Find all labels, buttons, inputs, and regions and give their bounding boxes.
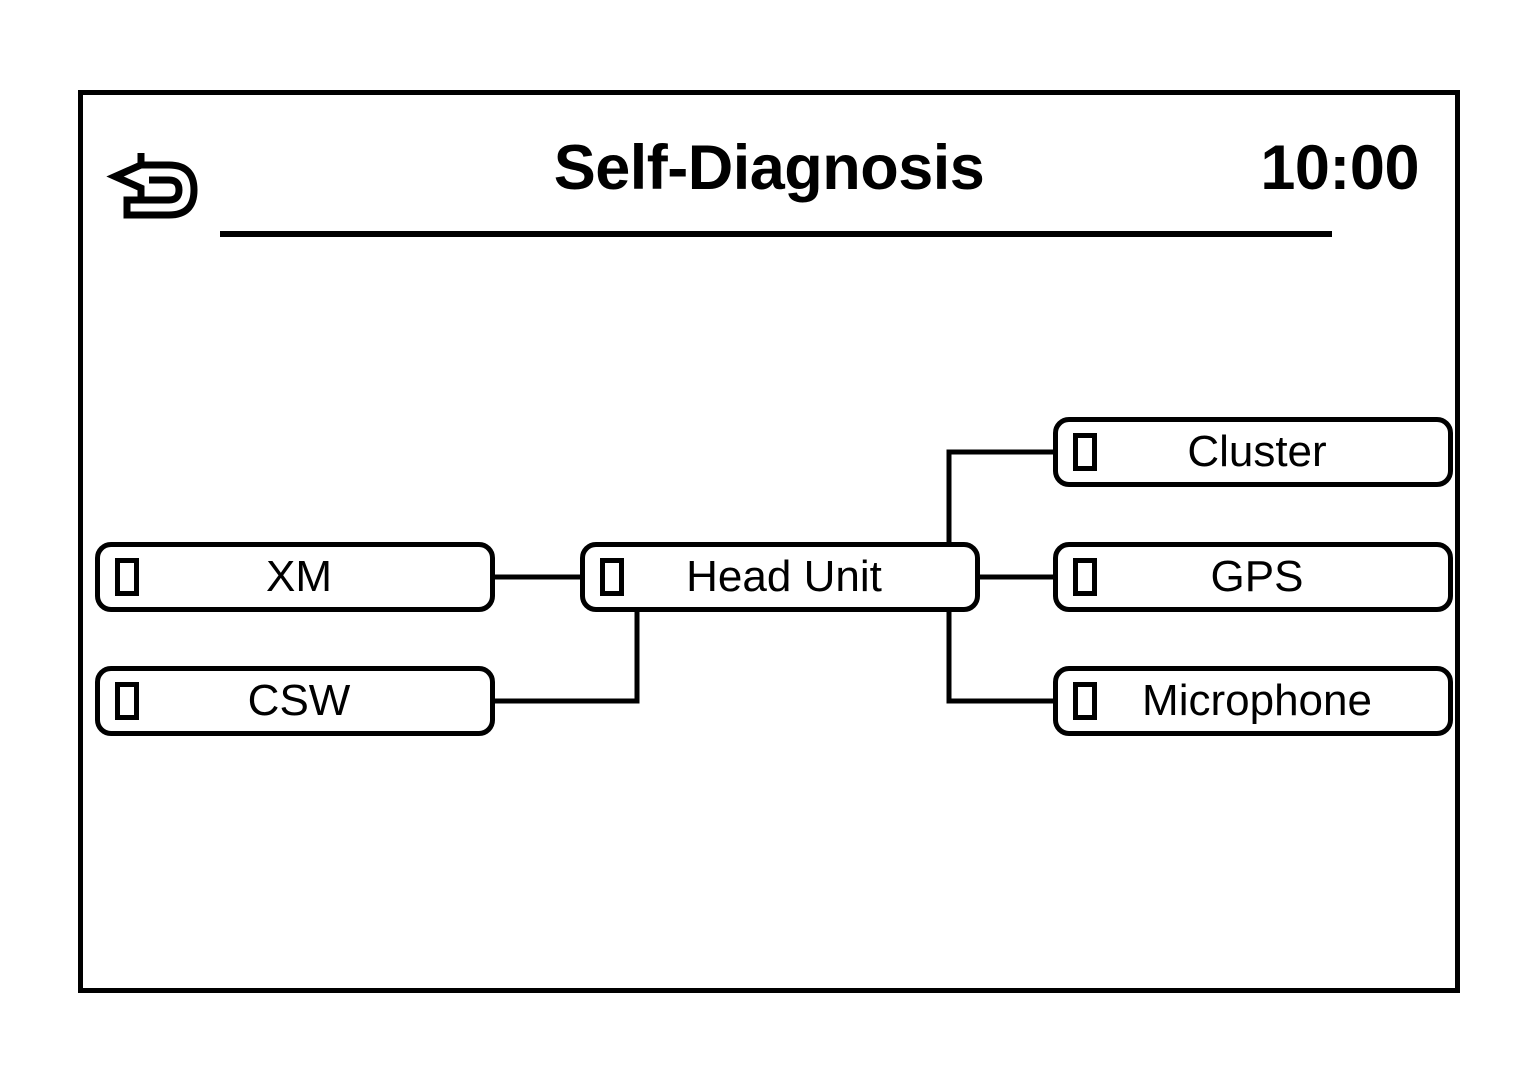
link-headunit-microphone — [946, 612, 1053, 704]
device-frame: Self-Diagnosis 10:00 — [78, 90, 1460, 993]
header-divider — [220, 231, 1332, 237]
node-label: GPS — [1210, 552, 1304, 601]
node-label: Head Unit — [686, 552, 882, 601]
node-label: XM — [266, 552, 332, 601]
node-xm[interactable]: XM — [95, 542, 495, 612]
page-title: Self-Diagnosis — [553, 133, 985, 203]
node-csw[interactable]: CSW — [95, 666, 495, 736]
clock-display: 10:00 — [1260, 133, 1419, 203]
link-headunit-cluster — [946, 449, 1053, 542]
diagnosis-node-diagram: XM CSW Head Unit Cluster GPS — [83, 95, 1455, 988]
node-microphone[interactable]: Microphone — [1053, 666, 1453, 736]
node-cluster[interactable]: Cluster — [1053, 417, 1453, 487]
node-label: Microphone — [1142, 676, 1372, 725]
status-square-icon — [1073, 558, 1097, 596]
status-square-icon — [1073, 682, 1097, 720]
node-label: CSW — [247, 676, 351, 725]
node-label: Cluster — [1187, 427, 1327, 476]
status-square-icon — [115, 682, 139, 720]
node-head-unit[interactable]: Head Unit — [580, 542, 980, 612]
node-gps[interactable]: GPS — [1053, 542, 1453, 612]
header-bar: Self-Diagnosis 10:00 — [83, 95, 1455, 255]
back-arrow-icon — [106, 153, 198, 219]
link-csw-headunit — [495, 612, 640, 704]
status-square-icon — [115, 558, 139, 596]
back-button[interactable] — [105, 143, 201, 227]
status-square-icon — [1073, 433, 1097, 471]
status-square-icon — [600, 558, 624, 596]
